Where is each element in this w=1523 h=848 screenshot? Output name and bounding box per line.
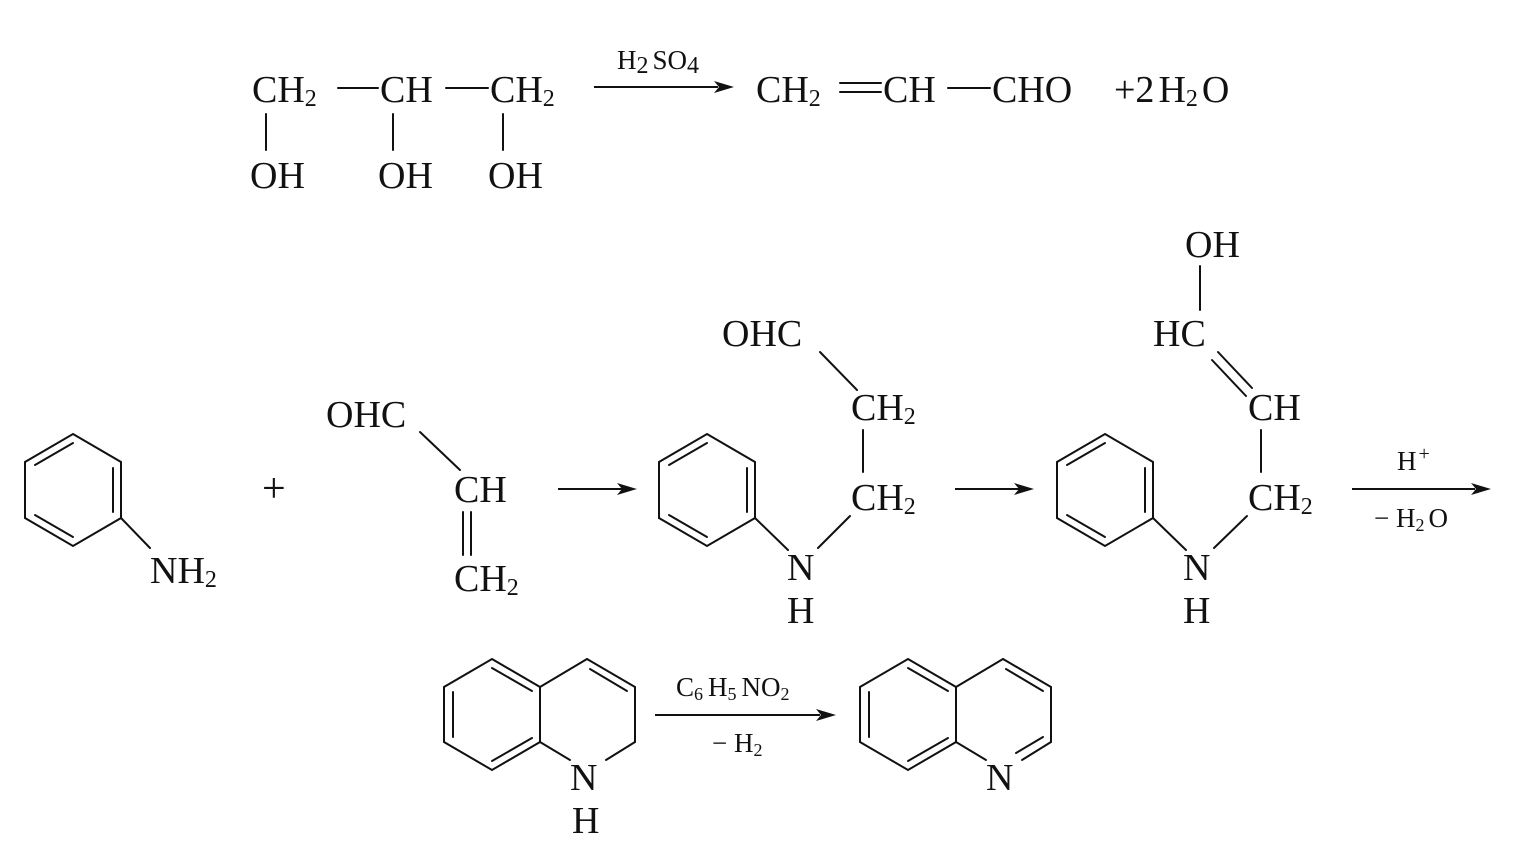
adduct-ohc: OHC (722, 313, 802, 355)
dihydroquinoline-c4a-c4 (539, 658, 588, 688)
glycerol-ch2-right: CH2 (490, 69, 555, 112)
adduct-inner-bond-2 (668, 514, 708, 538)
dihydroquinoline-double-bond (589, 668, 628, 692)
adduct-ohc-bond (819, 351, 858, 391)
adduct-n: N (787, 547, 814, 589)
aniline-n-bond (120, 517, 151, 549)
glycerol-ch-mid: CH (380, 69, 433, 111)
adduct-h: H (787, 590, 814, 632)
michael-adduct: N H CH2 CH2 OHC (658, 313, 916, 632)
adduct-benzene-ring (658, 432, 756, 548)
quinoline-double-bond-c3c4 (1005, 668, 1044, 692)
enol-hc: HC (1153, 313, 1206, 355)
adduct-ch2-upper: CH2 (851, 387, 916, 430)
aniline-benzene-ring (24, 432, 122, 548)
enol-n-ch2-bond (1213, 515, 1248, 549)
quinoline-c2-n (1021, 741, 1052, 761)
acrolein-ohc-bond (419, 431, 461, 471)
glycerol: CH2 CH CH2 OH OH OH (250, 69, 555, 197)
enol-n: N (1183, 547, 1210, 589)
enol-double-bond-a (1217, 351, 1253, 389)
enol-oh: OH (1185, 224, 1240, 266)
arrow-head (1471, 483, 1491, 495)
acrolein-ohc: OHC (326, 394, 406, 436)
enol-inner-bond-3 (1066, 442, 1106, 466)
plus-sign: + (262, 466, 286, 512)
aniline: NH2 (24, 432, 217, 593)
acrolein-cho: CHO (992, 69, 1072, 111)
acrolein-product: CH2 CH CHO (756, 69, 1072, 112)
step3-condition-above: H+ (1397, 443, 1430, 476)
quinoline-n: N (986, 757, 1013, 799)
dihydroquinoline-c8a-n (539, 741, 571, 761)
arrow-head (617, 483, 637, 495)
enol-ring-n-bond (1152, 517, 1187, 551)
quinoline-c4-c3 (1002, 658, 1052, 688)
quinoline-c8a-n (955, 741, 987, 761)
dihydroquinoline-c4-c3 (586, 658, 636, 688)
enol-double-bond-b (1211, 359, 1247, 397)
quinoline-c4a-c4 (955, 658, 1004, 688)
acrolein-ch: CH (454, 469, 507, 511)
enol-benzene-ring (1056, 432, 1154, 548)
quinoline-benzene-ring (859, 657, 957, 772)
arrow-head (816, 709, 836, 721)
adduct-ch2-lower: CH2 (851, 477, 916, 520)
dihydroquinoline: N H (443, 657, 636, 842)
quinoline-inner-bond-1 (907, 667, 949, 692)
quinoline-double-bond-c2n (1015, 736, 1044, 754)
reaction2-arrow-1 (558, 483, 637, 495)
glycerol-oh-3: OH (488, 155, 543, 197)
enol-h: H (1183, 590, 1210, 632)
arrow-head (714, 81, 734, 93)
dihydroquinoline-inner-bond-1 (491, 667, 533, 692)
glycerol-ch2-left: CH2 (252, 69, 317, 112)
reaction3-condition-below: − H2 (712, 728, 762, 760)
aniline-inner-bond-2 (34, 514, 74, 538)
dihydroquinoline-inner-bond-3 (491, 737, 533, 762)
arrow-head (1014, 483, 1034, 495)
dihydroquinoline-benzene-ring (443, 657, 541, 772)
enol-ch: CH (1248, 387, 1301, 429)
adduct-ring-n-bond (754, 517, 789, 551)
adduct-n-ch2-bond (817, 515, 851, 549)
adduct-inner-bond-3 (668, 442, 708, 466)
quinoline-inner-bond-3 (907, 737, 949, 762)
glycerol-oh-2: OH (378, 155, 433, 197)
reaction2-arrow-2 (955, 483, 1034, 495)
acrolein-ch: CH (883, 69, 936, 111)
enol-intermediate: N H CH2 CH HC OH (1056, 224, 1313, 632)
glycerol-oh-1: OH (250, 155, 305, 197)
dihydroquinoline-n: N (570, 757, 597, 799)
aniline-nh2: NH2 (150, 550, 217, 593)
enol-inner-bond-2 (1066, 514, 1106, 538)
quinoline: N (859, 657, 1052, 799)
dihydroquinoline-h: H (572, 800, 599, 842)
aniline-inner-bond-3 (34, 442, 74, 466)
dihydroquinoline-c2-n (605, 741, 636, 761)
acrolein-reactant: OHC CH CH2 (326, 394, 519, 601)
acrolein-ch2: CH2 (756, 69, 821, 112)
enol-ch2: CH2 (1248, 477, 1313, 520)
acrolein-ch2: CH2 (454, 558, 519, 601)
